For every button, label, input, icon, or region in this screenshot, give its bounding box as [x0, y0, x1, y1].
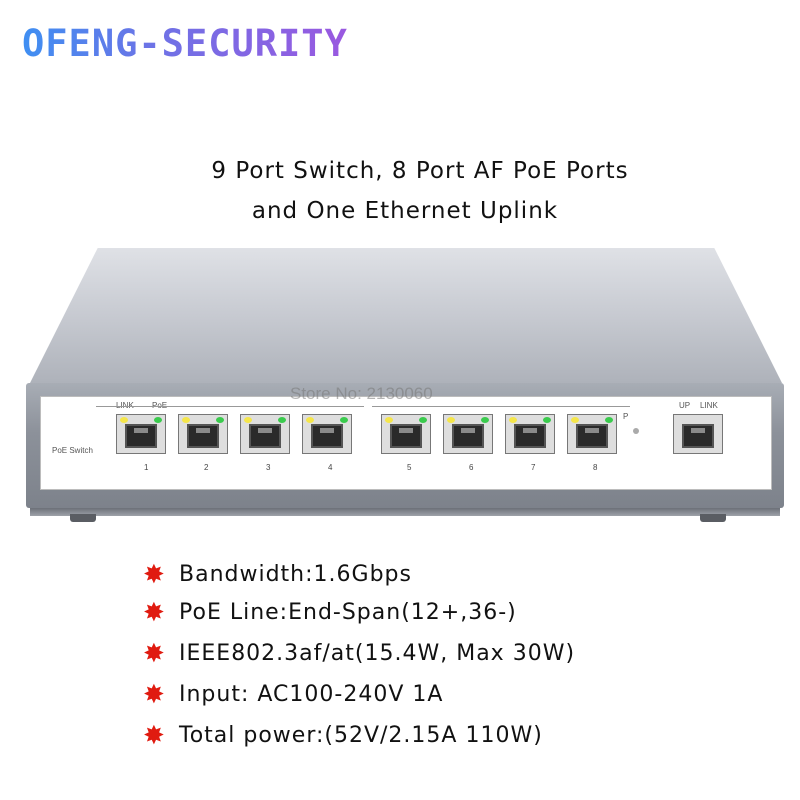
ethernet-port-6 [443, 414, 493, 454]
rj45-jack [125, 424, 157, 448]
poe-label: PoE [152, 401, 168, 410]
power-led [633, 428, 639, 434]
ethernet-port-2 [178, 414, 228, 454]
port-number-1: 1 [144, 463, 149, 472]
spec-text: Bandwidth:1.6Gbps [179, 562, 412, 587]
spec-total-power: ✸ Total power:(52V/2.15A 110W) [143, 721, 543, 751]
spec-bandwidth: ✸ Bandwidth:1.6Gbps [143, 560, 412, 590]
poe-led [481, 417, 489, 423]
rj45-jack [576, 424, 608, 448]
rj45-jack [390, 424, 422, 448]
port-number-7: 7 [531, 463, 536, 472]
port-number-3: 3 [266, 463, 271, 472]
link-led [571, 417, 579, 423]
ethernet-port-5 [381, 414, 431, 454]
port-group-line [96, 406, 364, 407]
spec-input: ✸ Input: AC100-240V 1A [143, 680, 443, 710]
poe-led [543, 417, 551, 423]
uplink-port [673, 414, 723, 454]
link-led [244, 417, 252, 423]
spec-text: Total power:(52V/2.15A 110W) [179, 723, 543, 748]
store-watermark: Store No: 2130060 [290, 384, 433, 403]
red-starburst-icon: ✸ [143, 598, 166, 628]
ethernet-port-8 [567, 414, 617, 454]
poe-led [419, 417, 427, 423]
rj45-jack [682, 424, 714, 448]
rj45-jack [249, 424, 281, 448]
red-starburst-icon: ✸ [143, 639, 166, 669]
switch-top-cover [30, 248, 782, 383]
link-led [447, 417, 455, 423]
ethernet-port-1 [116, 414, 166, 454]
rj45-jack [311, 424, 343, 448]
port-number-6: 6 [469, 463, 474, 472]
spec-ieee-standard: ✸ IEEE802.3af/at(15.4W, Max 30W) [143, 639, 575, 669]
port-number-8: 8 [593, 463, 598, 472]
ethernet-port-4 [302, 414, 352, 454]
switch-foot [700, 514, 726, 522]
poe-led [216, 417, 224, 423]
spec-text: IEEE802.3af/at(15.4W, Max 30W) [179, 641, 576, 666]
red-starburst-icon: ✸ [143, 680, 166, 710]
switch-foot [70, 514, 96, 522]
ethernet-port-3 [240, 414, 290, 454]
poe-led [340, 417, 348, 423]
red-starburst-icon: ✸ [143, 721, 166, 751]
port-number-4: 4 [328, 463, 333, 472]
headline-line-2: and One Ethernet Uplink [251, 198, 559, 224]
rj45-jack [514, 424, 546, 448]
p-label: P [623, 412, 629, 421]
spec-text: PoE Line:End-Span(12+,36-) [179, 600, 517, 625]
poe-led [154, 417, 162, 423]
port-number-2: 2 [204, 463, 209, 472]
uplink-up-label: UP [679, 401, 691, 410]
rj45-jack [187, 424, 219, 448]
link-label: LINK [116, 401, 134, 410]
link-led [509, 417, 517, 423]
panel-label: PoE Switch [52, 446, 93, 455]
red-starburst-icon: ✸ [143, 560, 166, 590]
poe-led [278, 417, 286, 423]
uplink-link-label: LINK [700, 401, 718, 410]
port-number-5: 5 [407, 463, 412, 472]
headline-line-1: 9 Port Switch, 8 Port AF PoE Ports [211, 158, 629, 184]
rj45-jack [452, 424, 484, 448]
spec-text: Input: AC100-240V 1A [179, 682, 444, 707]
link-led [385, 417, 393, 423]
port-group-line [372, 406, 630, 407]
poe-led [605, 417, 613, 423]
link-led [182, 417, 190, 423]
spec-poe-line: ✸ PoE Line:End-Span(12+,36-) [143, 598, 517, 628]
brand-logo: OFENG-SECURITY [22, 22, 348, 65]
link-led [306, 417, 314, 423]
switch-bottom-edge [30, 508, 780, 516]
link-led [120, 417, 128, 423]
ethernet-port-7 [505, 414, 555, 454]
